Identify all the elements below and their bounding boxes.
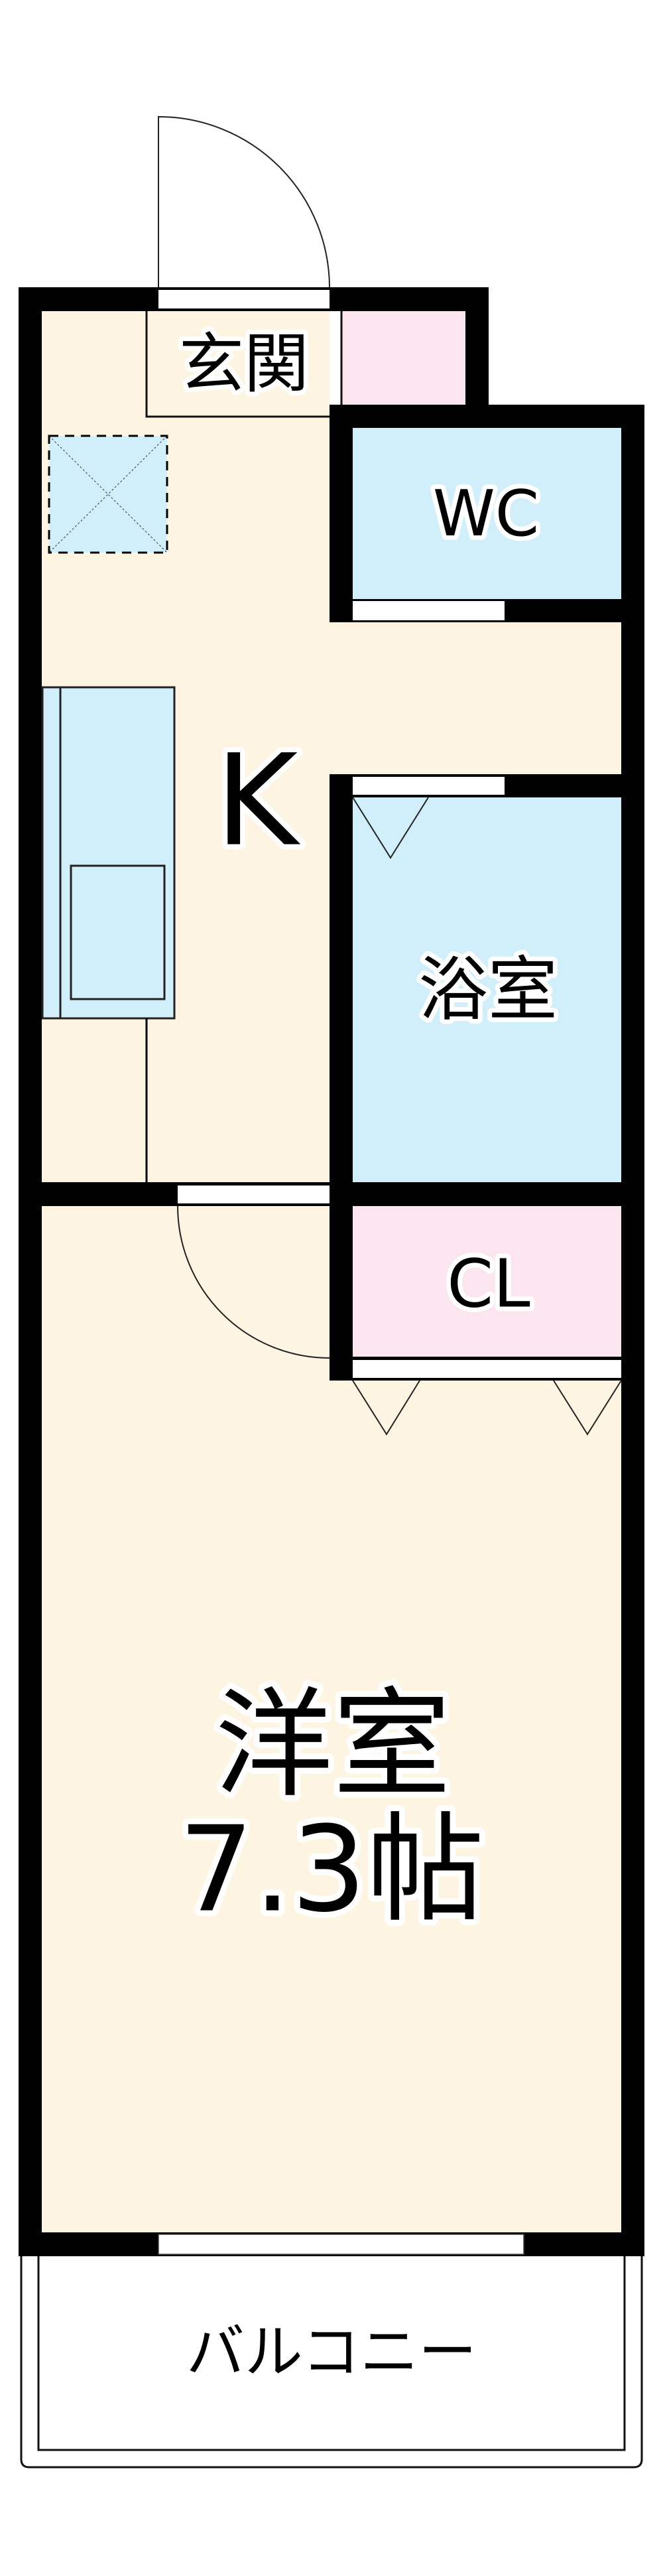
entrance-outline (145, 311, 343, 418)
wall-wc-top (330, 405, 644, 428)
entrance-label: 玄関 (179, 326, 309, 402)
wc-door-opening (353, 601, 505, 620)
wall-left (19, 287, 42, 2256)
wall-wc-left (330, 405, 353, 622)
room-door-opening (178, 1186, 330, 1203)
closet-folding-door-right (553, 1380, 622, 1436)
corridor-floor (330, 622, 621, 774)
wall-bath-left (330, 774, 353, 1381)
closet-floor (353, 1206, 621, 1357)
wc-label: WC (433, 478, 539, 551)
bath-folding-door (352, 797, 429, 859)
kitchen-label: K (215, 728, 301, 874)
shoe-storage (342, 311, 465, 405)
washing-machine-space (48, 435, 168, 554)
balcony-inner-railing (37, 2256, 626, 2451)
entry-door-opening (158, 290, 330, 308)
closet-door-opening (353, 1360, 621, 1378)
wall-right (621, 405, 644, 2256)
entry-door-swing (158, 115, 330, 288)
kitchen-counter (41, 686, 176, 1020)
openings (158, 290, 621, 2255)
balcony-label: バルコニー (186, 2318, 477, 2386)
balcony: バルコニー (20, 2256, 643, 2469)
bath-floor (353, 797, 621, 1183)
western-room-size: 7.3帖 (178, 1801, 484, 1938)
closet-label: CL (447, 1245, 530, 1323)
bath-label: 浴室 (418, 949, 558, 1030)
bath-door-opening (353, 777, 505, 795)
wall-middle (19, 1182, 644, 1206)
room-labels: 玄関 K WC 浴室 CL 洋室 7.3帖 (172, 322, 562, 1944)
wall-shoe-right (465, 287, 489, 428)
kitchen-sink (70, 864, 166, 1000)
fixtures (41, 115, 622, 1436)
closet-folding-door-left (352, 1380, 420, 1436)
balcony-outer-railing (20, 2256, 643, 2469)
balcony-window-opening (158, 2234, 524, 2255)
wc-floor (353, 428, 621, 599)
room-door-swing (177, 1205, 330, 1359)
western-room-label: 洋室 (215, 1676, 451, 1814)
